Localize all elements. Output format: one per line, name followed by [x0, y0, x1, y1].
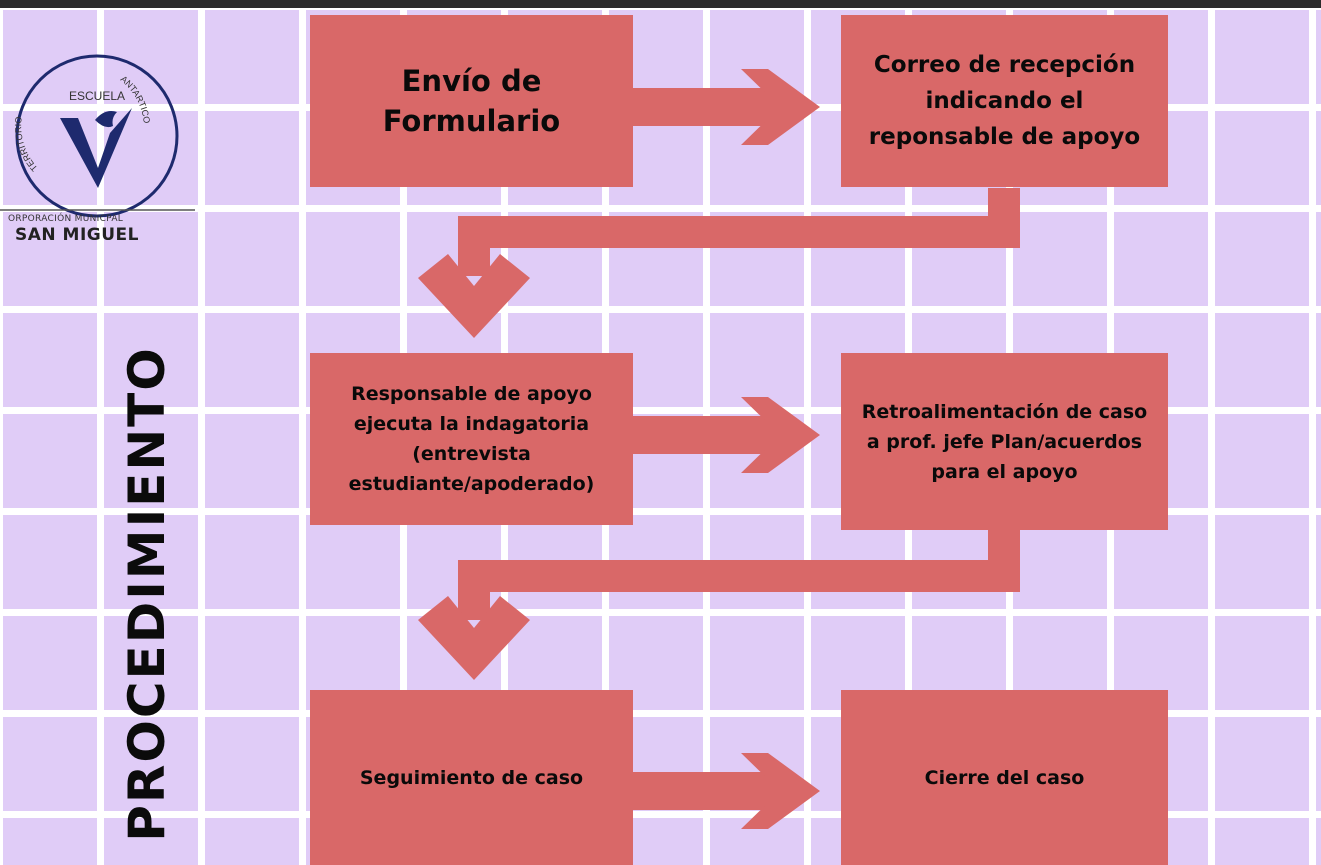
step-seguimiento-caso: Seguimiento de caso: [310, 690, 633, 865]
step-responsable-text: Responsable de apoyo ejecuta la indagato…: [348, 383, 595, 495]
arrow-seguimiento-to-cierre: [630, 753, 820, 829]
step-envio-text: Envío de Formulario: [382, 64, 561, 138]
logo-municipality-text: SAN MIGUEL: [15, 225, 139, 245]
step-seguimiento-text: Seguimiento de caso: [359, 766, 584, 789]
arrow-retro-to-seguimiento: [418, 526, 1020, 680]
school-logo: ESCUELA TERRITORIO ANTARTICO ORPORACIÓN …: [0, 38, 200, 253]
top-border: [0, 0, 1321, 8]
arrow-envio-to-correo: [630, 69, 820, 145]
step-cierre-caso: Cierre del caso: [841, 690, 1168, 865]
step-responsable-indagatoria: Responsable de apoyo ejecuta la indagato…: [310, 353, 633, 525]
arrow-correo-to-responsable: [418, 188, 1020, 338]
arrow-responsable-to-retro: [630, 397, 820, 473]
logo-corporation-text: ORPORACIÓN MUNICPAL: [8, 214, 124, 224]
logo-school-text: ESCUELA: [69, 89, 125, 103]
logo-ring: [15, 54, 179, 218]
diagram-canvas: ESCUELA TERRITORIO ANTARTICO ORPORACIÓN …: [0, 8, 1321, 865]
logo-v-shape: [60, 108, 132, 188]
step-retroalimentacion: Retroalimentación de caso a prof. jefe P…: [841, 353, 1168, 530]
logo-bird-shape: [95, 111, 117, 128]
step-correo-recepcion: Correo de recepción indicando el reponsa…: [841, 15, 1168, 187]
step-retro-text: Retroalimentación de caso a prof. jefe P…: [861, 400, 1148, 483]
logo-emblem-icon: ESCUELA TERRITORIO ANTARTICO: [0, 54, 195, 218]
flow-arrows: [418, 69, 1020, 829]
step-correo-text: Correo de recepción indicando el reponsa…: [868, 52, 1141, 150]
step-envio-formulario: Envío de Formulario: [310, 15, 633, 187]
step-cierre-text: Cierre del caso: [924, 766, 1085, 789]
